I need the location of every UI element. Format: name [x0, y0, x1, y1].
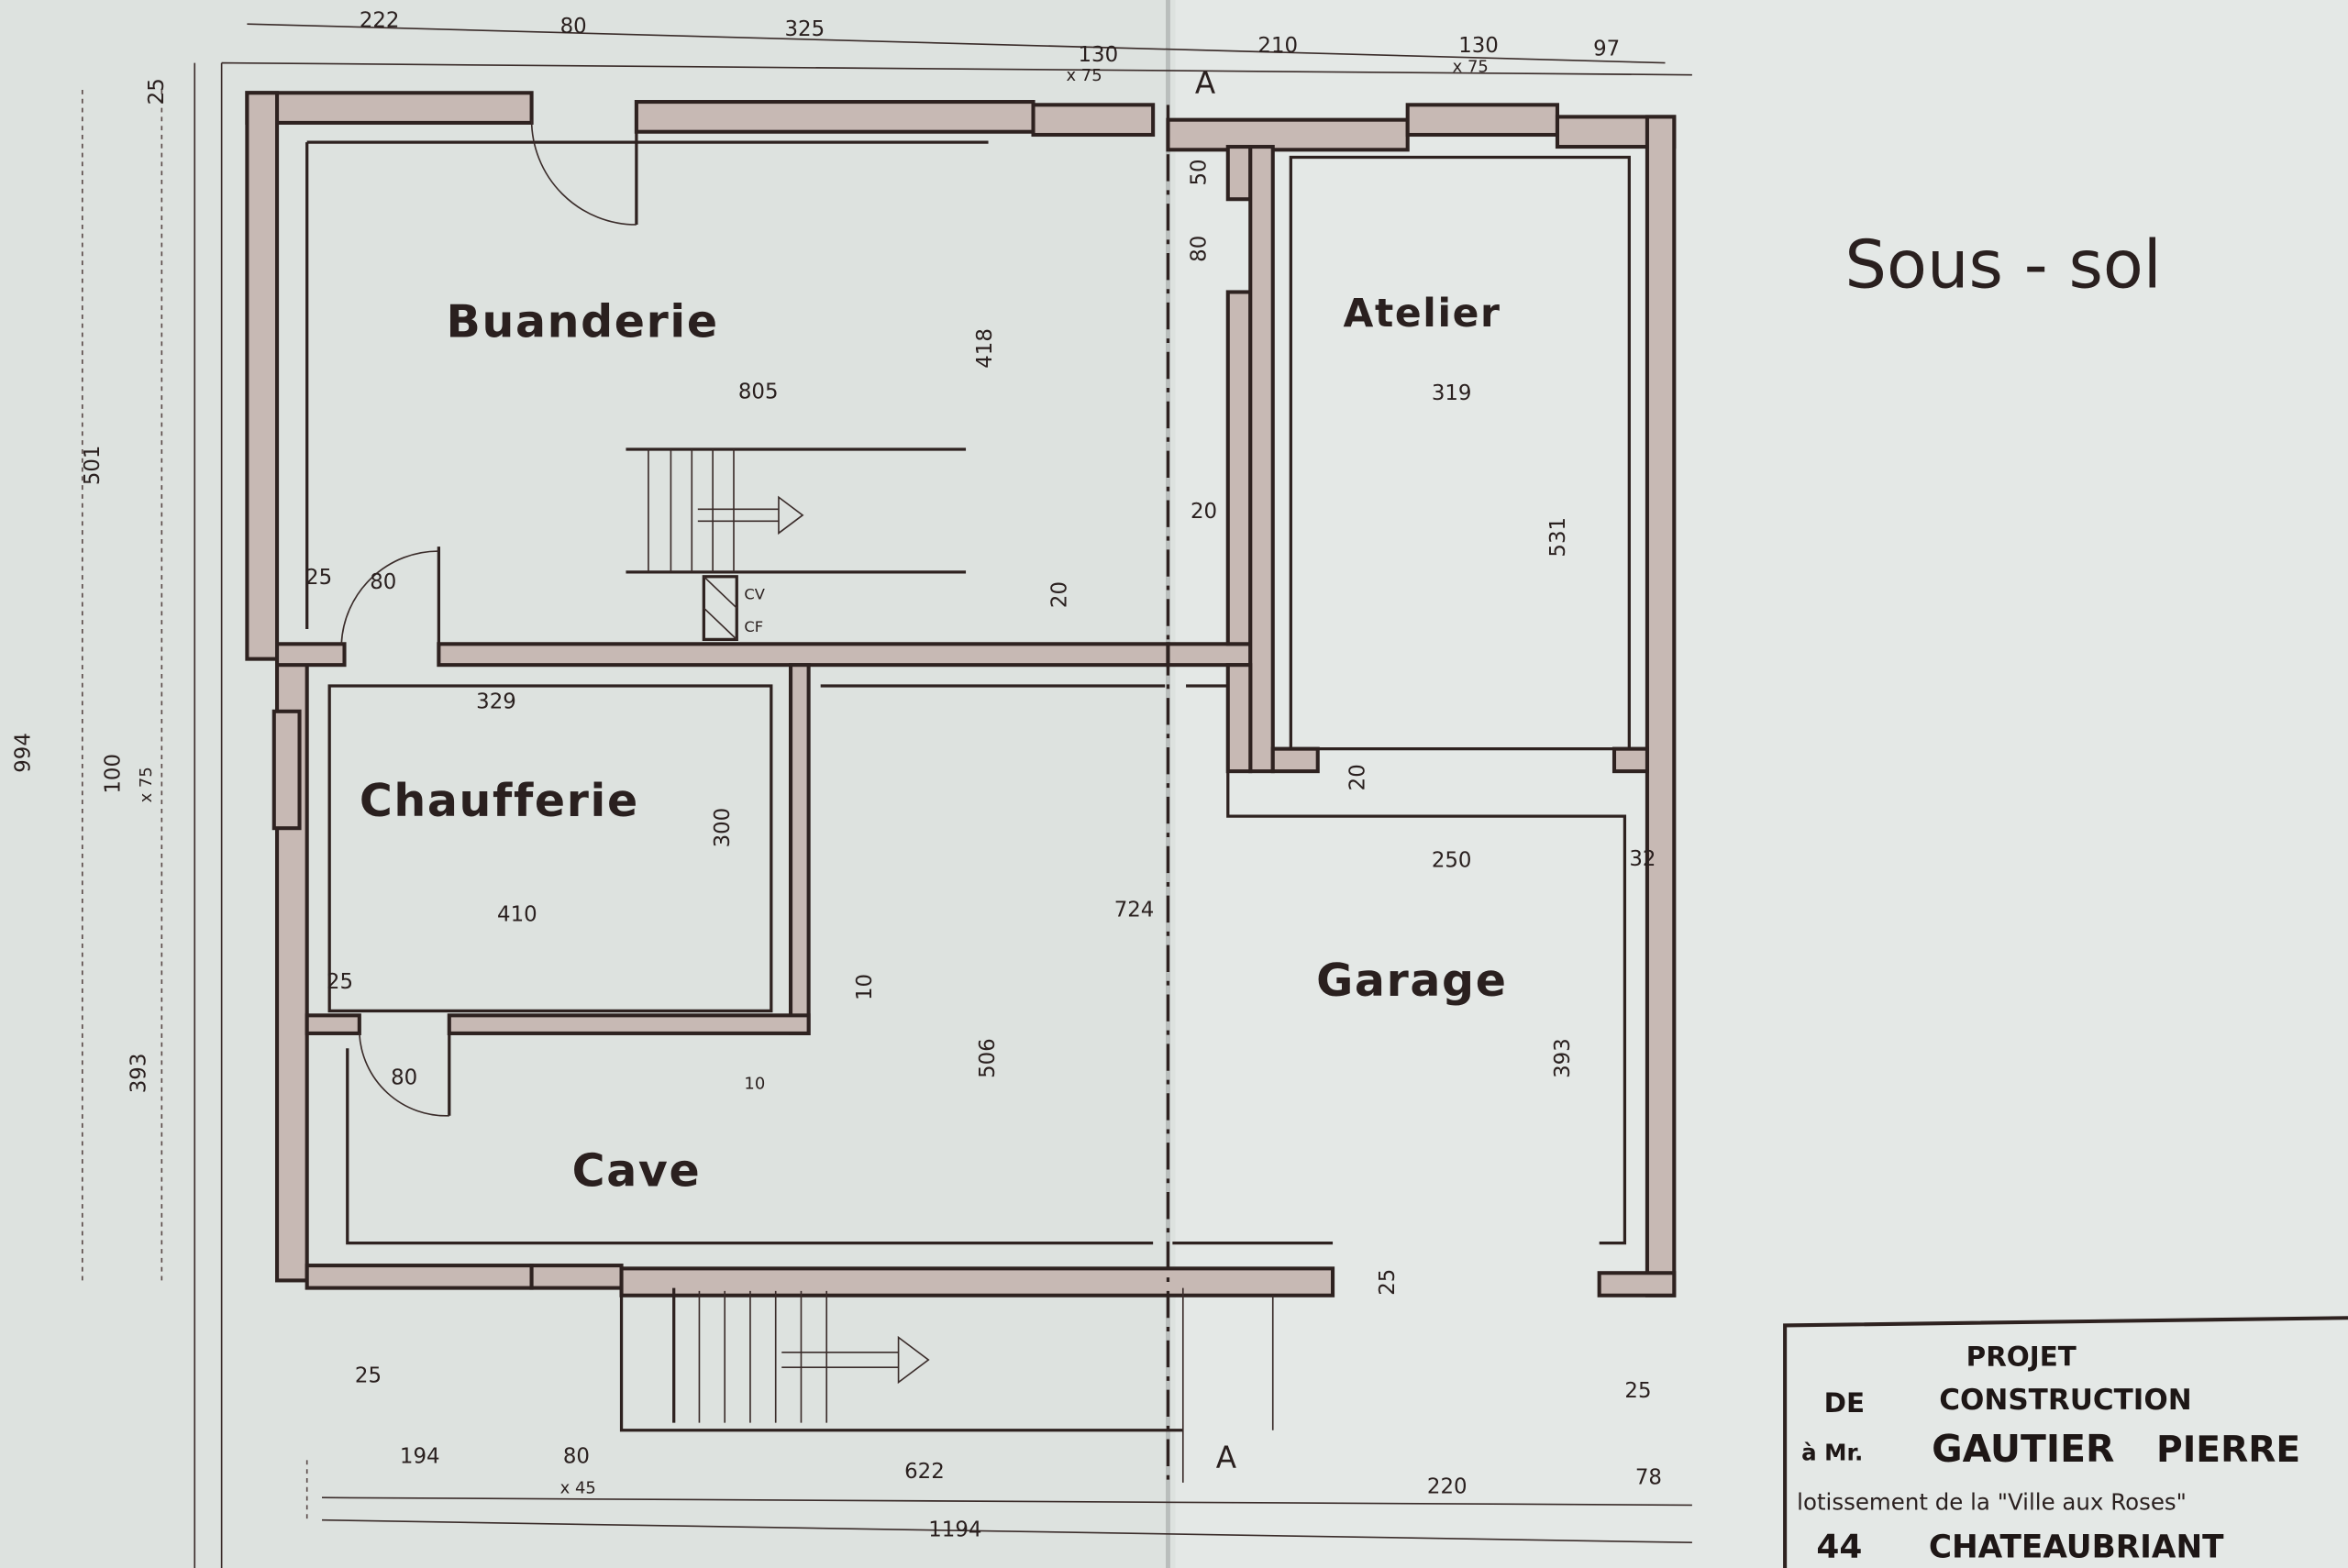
- dim: 501: [81, 446, 105, 486]
- dim: 80: [391, 1066, 417, 1089]
- paper-left: [0, 0, 1176, 1568]
- dim: 506: [976, 1038, 1000, 1078]
- title-pierre: PIERRE: [2156, 1430, 2300, 1471]
- marker-cv: CV: [744, 585, 765, 602]
- dim: 222: [360, 8, 400, 32]
- walls: [245, 91, 1677, 1297]
- title-mr: à Mr.: [1801, 1439, 1863, 1465]
- dim: 25: [327, 970, 353, 994]
- dim: 210: [1257, 34, 1298, 58]
- room-label-buanderie: Buanderie: [447, 295, 719, 348]
- title-de: DE: [1824, 1387, 1865, 1419]
- dim: 622: [904, 1460, 945, 1484]
- dim: 805: [738, 380, 779, 403]
- dim: 20: [1191, 500, 1217, 524]
- dim: 130: [1458, 34, 1499, 58]
- section-marker-bottom: A: [1216, 1441, 1237, 1475]
- dim: 25: [1624, 1379, 1651, 1403]
- dim: 80: [563, 1445, 590, 1469]
- section-marker-top: A: [1195, 65, 1216, 100]
- dim: 100: [102, 754, 126, 794]
- title-lotissement: lotissement de la "Ville aux Roses": [1797, 1488, 2187, 1515]
- dim: 25: [1376, 1269, 1400, 1296]
- dim: 50: [1187, 159, 1211, 185]
- dim: 300: [711, 808, 735, 848]
- sheet-title: Sous - sol: [1844, 226, 2161, 304]
- dim: 250: [1432, 849, 1472, 873]
- dim: x 75: [137, 767, 156, 802]
- guide-lines: [81, 23, 1692, 1568]
- dim: 10: [853, 974, 877, 1000]
- dim: 410: [497, 902, 537, 926]
- dim: 325: [785, 17, 825, 41]
- dim: 20: [1047, 581, 1071, 608]
- marker-cf: CF: [744, 618, 763, 635]
- title-block: PROJET DE CONSTRUCTION à Mr. GAUTIER PIE…: [1783, 1316, 2348, 1568]
- dim: 220: [1427, 1474, 1468, 1498]
- dim: 418: [973, 328, 997, 369]
- dim: x 75: [1066, 66, 1102, 85]
- dim: x 45: [560, 1478, 596, 1497]
- dim: 724: [1114, 899, 1155, 922]
- stairs: [619, 447, 1274, 1483]
- dim: 97: [1593, 37, 1620, 61]
- dim: 194: [400, 1445, 440, 1469]
- dim: 80: [370, 570, 396, 594]
- title-construction: CONSTRUCTION: [1939, 1384, 2191, 1417]
- dim: 329: [476, 690, 516, 714]
- dim: 319: [1432, 381, 1472, 405]
- inner-outlines: [305, 102, 1631, 1245]
- dim: 80: [560, 15, 587, 39]
- dim: 32: [1629, 847, 1656, 871]
- title-city: CHATEAUBRIANT: [1929, 1529, 2224, 1566]
- dim: 994: [12, 733, 36, 773]
- dimension-labels: 222 80 325 130 x 75 210 130 x 75 97 25 5…: [12, 8, 1662, 1541]
- room-label-atelier: Atelier: [1343, 292, 1501, 337]
- paper-right: [1175, 0, 2348, 1568]
- dim: 25: [145, 78, 169, 105]
- dim: 393: [1551, 1038, 1575, 1078]
- dim: 25: [355, 1364, 382, 1387]
- dim: 1194: [928, 1518, 981, 1542]
- dim: 20: [1346, 764, 1369, 790]
- room-label-garage: Garage: [1316, 955, 1507, 1007]
- dim: 78: [1635, 1466, 1662, 1490]
- title-gautier: GAUTIER: [1932, 1427, 2114, 1471]
- dim: 10: [744, 1074, 765, 1093]
- title-projet: PROJET: [1966, 1342, 2077, 1373]
- dim: 80: [1187, 236, 1211, 262]
- dim: 531: [1546, 517, 1570, 558]
- dim: 25: [305, 566, 332, 590]
- room-label-chaufferie: Chaufferie: [360, 775, 639, 827]
- dim: x 75: [1453, 57, 1489, 76]
- room-label-cave: Cave: [572, 1145, 702, 1198]
- dim: 393: [127, 1054, 150, 1094]
- dim: 130: [1079, 43, 1119, 67]
- title-dept: 44: [1816, 1529, 1862, 1566]
